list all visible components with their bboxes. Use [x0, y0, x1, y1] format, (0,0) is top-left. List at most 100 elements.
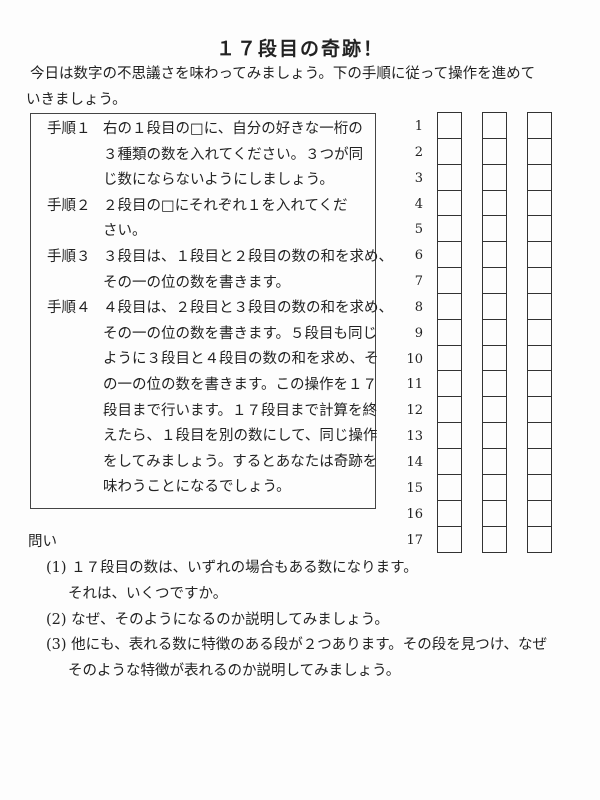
step-text-line: ように３段目と４段目の数の和を求め、そ [103, 351, 379, 368]
step-label: 手順４ [47, 300, 91, 317]
answer-cell[interactable] [528, 113, 551, 139]
answer-cell[interactable] [528, 501, 551, 527]
step-text: ４段目は、２段目と３段目の数の和を求め、その一の位の数を書きます。５段目も同じよ… [103, 296, 393, 501]
step-text: ２段目の□にそれぞれ１を入れてください。 [103, 194, 363, 245]
answer-cell[interactable] [483, 423, 506, 449]
answer-cell[interactable] [528, 527, 551, 553]
answer-cell[interactable] [483, 113, 506, 139]
answer-cell[interactable] [528, 191, 551, 217]
step-text-line: をしてみましょう。するとあなたは奇跡を [103, 453, 378, 470]
answer-cell[interactable] [528, 449, 551, 475]
answer-cell[interactable] [528, 346, 551, 372]
answer-cell[interactable] [528, 423, 551, 449]
row-number: 11 [406, 377, 423, 393]
step-text-line: ４段目は、２段目と３段目の数の和を求め、 [103, 300, 393, 317]
questions-heading: 問い [28, 534, 57, 550]
answer-cell[interactable] [483, 475, 506, 501]
question-2: (2) なぜ、そのようになるのか説明してみましょう。 [46, 612, 389, 628]
row-number: 1 [414, 119, 423, 134]
answer-cell[interactable] [528, 475, 551, 501]
answer-cell[interactable] [483, 242, 506, 269]
answer-cell[interactable] [438, 294, 461, 320]
row-number: 10 [406, 351, 423, 367]
answer-cell[interactable] [438, 165, 461, 191]
question-3: (3) 他にも、表れる数に特徴のある段が２つあります。その段を見つけ、なぜ [46, 637, 548, 653]
step-text-line: その一の位の数を書きます。５段目も同じ [103, 325, 378, 342]
answer-cell[interactable] [438, 501, 461, 527]
answer-cell[interactable] [438, 113, 461, 139]
intro-line-2: いきましょう。 [26, 92, 127, 108]
answer-column-1 [437, 112, 462, 554]
answer-cell[interactable] [438, 527, 461, 553]
answer-cell[interactable] [438, 371, 461, 398]
row-number: 8 [414, 299, 423, 315]
answer-column-2 [482, 112, 507, 554]
answer-cell[interactable] [438, 449, 461, 475]
answer-cell[interactable] [483, 397, 506, 424]
answer-cell[interactable] [438, 346, 461, 372]
step-text-line: じ数にならないようにしましょう。 [103, 172, 334, 189]
row-number: 17 [406, 532, 423, 548]
answer-cell[interactable] [438, 423, 461, 449]
row-number: 16 [406, 506, 423, 522]
row-number: 5 [414, 222, 423, 238]
answer-cell[interactable] [528, 242, 551, 269]
answer-cell[interactable] [483, 449, 506, 475]
step-text-line: えたら、１段目を別の数にして、同じ操作 [103, 428, 378, 445]
answer-cell[interactable] [528, 294, 551, 320]
answer-cell[interactable] [528, 397, 551, 424]
row-number: 7 [414, 274, 423, 290]
answer-cell[interactable] [438, 242, 461, 269]
answer-cell[interactable] [483, 139, 506, 165]
row-number: 14 [406, 454, 423, 470]
answer-cell[interactable] [483, 527, 506, 553]
answer-cell[interactable] [483, 191, 506, 217]
answer-cell[interactable] [438, 320, 461, 346]
answer-cell[interactable] [438, 139, 461, 165]
row-number: 9 [414, 325, 423, 341]
question-1: (1) １７段目の数は、いずれの場合もある数になります。 [46, 560, 418, 576]
answer-cell[interactable] [483, 268, 506, 294]
step-text-line: さい。 [103, 223, 147, 240]
step-label: 手順３ [47, 249, 91, 265]
step-text-line: 右の１段目の□に、自分の好きな一桁の [103, 121, 363, 137]
answer-cell[interactable] [438, 268, 461, 294]
row-number: 3 [414, 170, 423, 186]
row-number: 6 [414, 248, 423, 264]
answer-cell[interactable] [438, 397, 461, 424]
answer-cell[interactable] [528, 216, 551, 243]
answer-cell[interactable] [483, 501, 506, 527]
step-text-line: 段目まで行います。１７段目まで計算を終 [103, 402, 378, 419]
step-text-line: ２段目の□にそれぞれ１を入れてくだ [103, 197, 348, 214]
answer-cell[interactable] [528, 320, 551, 346]
answer-column-3 [527, 112, 552, 554]
answer-cell[interactable] [483, 346, 506, 372]
answer-cell[interactable] [483, 294, 506, 320]
answer-cell[interactable] [483, 371, 506, 398]
intro-line-1: 今日は数字の不思議さを味わってみましょう。下の手順に従って操作を進めて [30, 66, 536, 82]
answer-cell[interactable] [438, 475, 461, 501]
step-text-line: 味わうことになるでしょう。 [103, 479, 291, 496]
answer-cell[interactable] [483, 216, 506, 243]
step-text: ３段目は、１段目と２段目の数の和を求め、その一の位の数を書きます。 [103, 245, 393, 296]
question-3-cont: そのような特徴が表れるのか説明してみましょう。 [68, 663, 401, 679]
answer-cell[interactable] [438, 216, 461, 243]
row-number: 4 [414, 196, 423, 212]
answer-cell[interactable] [438, 191, 461, 217]
answer-cell[interactable] [528, 371, 551, 398]
row-number: 2 [414, 144, 423, 160]
question-1-cont: それは、いくつですか。 [68, 586, 228, 602]
step-label: 手順１ [47, 121, 91, 137]
answer-cell[interactable] [528, 165, 551, 191]
step-text-line: の一の位の数を書きます。この操作を１７ [103, 376, 378, 393]
answer-cell[interactable] [483, 165, 506, 191]
answer-cell[interactable] [528, 268, 551, 294]
step-text-line: ３段目は、１段目と２段目の数の和を求め、 [103, 249, 393, 265]
answer-cell[interactable] [528, 139, 551, 165]
answer-cell[interactable] [483, 320, 506, 346]
page-title: １７段目の奇跡！ [215, 38, 384, 60]
